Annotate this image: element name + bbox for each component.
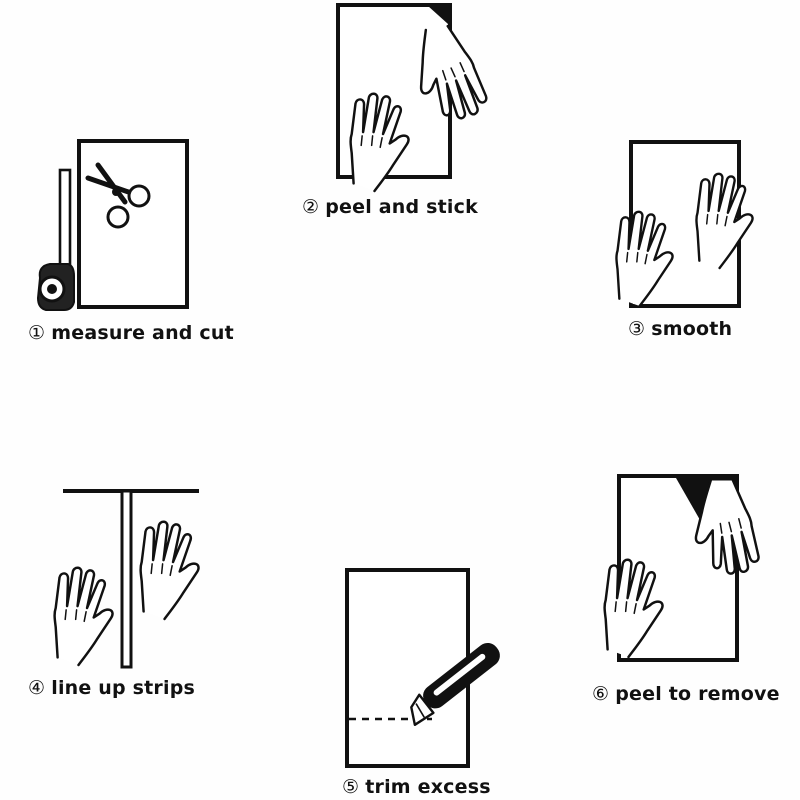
step-5-illustration (345, 568, 500, 768)
strip-seam (120, 489, 133, 669)
left-hand-icon (53, 566, 114, 667)
step-number: ① (28, 322, 46, 344)
tape-measure-icon (36, 168, 75, 311)
step-4-illustration (53, 489, 200, 669)
utility-knife-icon (410, 642, 500, 727)
peeled-corner (428, 6, 448, 24)
scissors-icon (85, 162, 151, 229)
right-hand-icon (139, 520, 200, 621)
step-label: trim excess (365, 776, 491, 798)
step-label: peel to remove (615, 683, 780, 705)
step-number: ② (302, 196, 320, 218)
wallpaper-sheet (345, 568, 470, 768)
step-3-illustration (615, 140, 754, 308)
step-label: measure and cut (51, 322, 234, 344)
step-number: ③ (628, 318, 646, 340)
step-number: ④ (28, 677, 46, 699)
step-number: ⑤ (342, 776, 360, 798)
step-1-illustration (36, 139, 189, 311)
step-label: line up strips (51, 677, 196, 699)
step-number: ⑥ (592, 683, 610, 705)
wallpaper-sheet (77, 139, 189, 309)
right-hand-icon (695, 172, 754, 270)
step-label: smooth (651, 318, 733, 340)
step-2-illustration (336, 3, 497, 193)
step-6-illustration (603, 471, 768, 662)
step-label: peel and stick (325, 196, 478, 218)
